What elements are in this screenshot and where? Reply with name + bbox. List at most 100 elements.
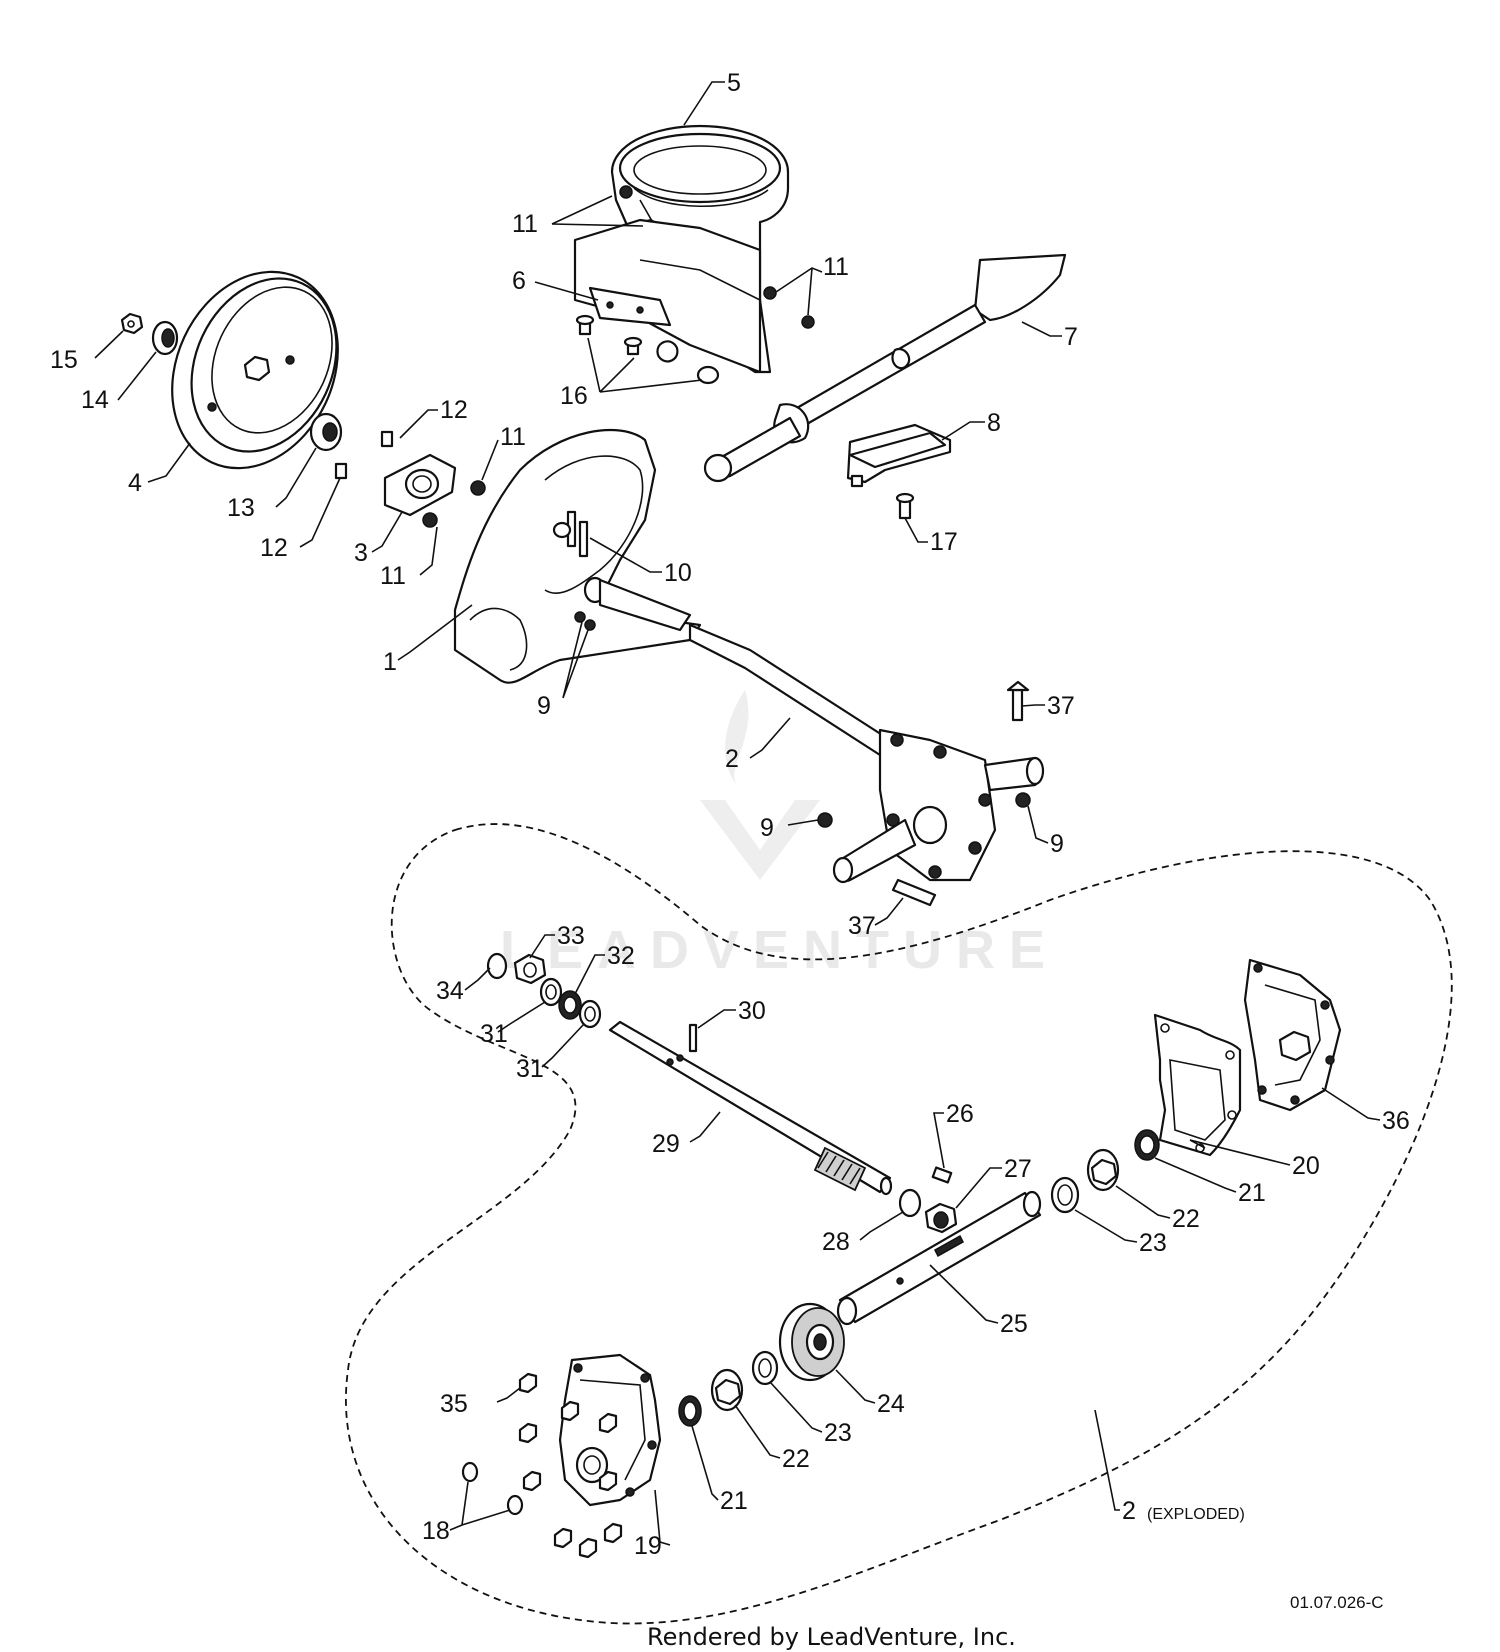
part-23-washer-b	[751, 1350, 779, 1386]
callout-37: 37	[848, 912, 876, 940]
part-36-gearbox-half	[1243, 958, 1342, 1112]
nut-9-c	[1015, 792, 1031, 808]
callout-17: 17	[930, 528, 958, 556]
callout-18: 18	[422, 1517, 450, 1545]
part-22-bushing-a	[1086, 1148, 1120, 1192]
callout-29: 29	[652, 1130, 680, 1158]
callout-13: 13	[227, 494, 255, 522]
callout-26: 26	[946, 1100, 974, 1128]
part-8-bracket	[846, 423, 952, 488]
part-15-nut	[120, 312, 144, 335]
part-12-bolt-a	[380, 430, 394, 448]
callout-22: 22	[782, 1445, 810, 1473]
callout-27: 27	[1004, 1155, 1032, 1183]
nut-11-a	[763, 286, 777, 300]
part-35-screws	[518, 1372, 623, 1559]
part-14-bearing	[151, 320, 179, 356]
callout-6: 6	[512, 267, 526, 295]
part-22-bushing-b	[710, 1368, 744, 1412]
callout-31: 31	[480, 1020, 508, 1048]
part-7-crank-rod	[703, 253, 1067, 483]
part-4-pulley	[171, 270, 339, 470]
callout-1: 1	[383, 648, 397, 676]
callout-12: 12	[260, 534, 288, 562]
part-16-bolts	[575, 314, 720, 385]
part-3-flange	[383, 453, 457, 517]
part-17-bolt	[895, 492, 915, 520]
callout-3: 3	[354, 539, 368, 567]
part-30-pin	[688, 1023, 698, 1053]
nut-11-b	[801, 315, 815, 329]
part-18-plug-b	[506, 1494, 524, 1516]
callout-24: 24	[877, 1390, 905, 1418]
leader-lines	[94, 81, 1381, 1546]
callout-22: 22	[1172, 1205, 1200, 1233]
callout-14: 14	[81, 386, 109, 414]
callout-10: 10	[664, 559, 692, 587]
callout-35: 35	[440, 1390, 468, 1418]
callout-21: 21	[720, 1487, 748, 1515]
callout-9: 9	[760, 814, 774, 842]
part-12-bolt-b	[334, 462, 348, 480]
callout-37: 37	[1047, 692, 1075, 720]
part-24-gear	[778, 1302, 845, 1382]
part-2-gearbox-assembly	[688, 623, 1045, 884]
part-33-nut	[513, 953, 547, 985]
callout-33: 33	[557, 922, 585, 950]
callout-30: 30	[738, 997, 766, 1025]
part-23-washer-a	[1050, 1176, 1080, 1214]
callout-16: 16	[560, 382, 588, 410]
callout-12: 12	[440, 396, 468, 424]
part-31-washer-a	[539, 977, 563, 1007]
callout-23: 23	[824, 1419, 852, 1447]
part-34-washer	[486, 952, 508, 980]
callout-15: 15	[50, 346, 78, 374]
callout-9: 9	[1050, 830, 1064, 858]
callout-9: 9	[537, 692, 551, 720]
exploded-note: (EXPLODED)	[1147, 1506, 1245, 1523]
callout-11: 11	[512, 210, 538, 238]
render-credit: Rendered by LeadVenture, Inc.	[647, 1623, 1016, 1651]
callout-2: 2	[725, 745, 739, 773]
callout-19: 19	[634, 1532, 662, 1560]
part-10-bolt-b	[578, 520, 589, 558]
part-27-bushing	[924, 1202, 958, 1234]
part-37-bolt-b	[891, 878, 937, 907]
callout-4: 4	[128, 469, 142, 497]
callout-11: 11	[500, 423, 526, 451]
callout-23: 23	[1139, 1229, 1167, 1257]
callout-5: 5	[727, 69, 741, 97]
watermark-text: LEADVENTURE	[500, 920, 1059, 980]
callout-36: 36	[1382, 1107, 1410, 1135]
callout-2: 2	[1122, 1497, 1136, 1525]
part-18-plug-a	[461, 1461, 479, 1483]
part-26-key	[931, 1166, 953, 1184]
callout-32: 32	[607, 942, 635, 970]
nut-11-c	[470, 480, 486, 496]
callout-20: 20	[1292, 1152, 1320, 1180]
part-1-housing	[453, 428, 702, 684]
callout-21: 21	[1238, 1179, 1266, 1207]
nut-9-b	[817, 812, 833, 828]
callout-28: 28	[822, 1228, 850, 1256]
part-13-bearing	[309, 412, 343, 452]
drawing-code: 01.07.026-C	[1290, 1593, 1384, 1612]
part-6-bracket	[573, 218, 762, 374]
callout-11: 11	[823, 253, 849, 281]
exploded-outline	[345, 823, 1453, 1625]
part-25-auger-shaft	[836, 1190, 1042, 1326]
watermark: LEADVENTURE	[500, 690, 1059, 980]
callouts: 5 11 11 6 7 15 14 16 12 11 8 4 13 12 3 1…	[50, 69, 1410, 1560]
callout-34: 34	[436, 977, 464, 1005]
callout-31: 31	[516, 1055, 544, 1083]
part-31-washer-b	[578, 999, 602, 1029]
nut-11-d	[422, 512, 438, 528]
callout-25: 25	[1000, 1310, 1028, 1338]
part-28-washer	[898, 1188, 922, 1218]
callout-11: 11	[380, 562, 406, 590]
callout-8: 8	[987, 409, 1001, 437]
part-20-gasket	[1153, 1013, 1242, 1157]
callout-7: 7	[1064, 323, 1078, 351]
